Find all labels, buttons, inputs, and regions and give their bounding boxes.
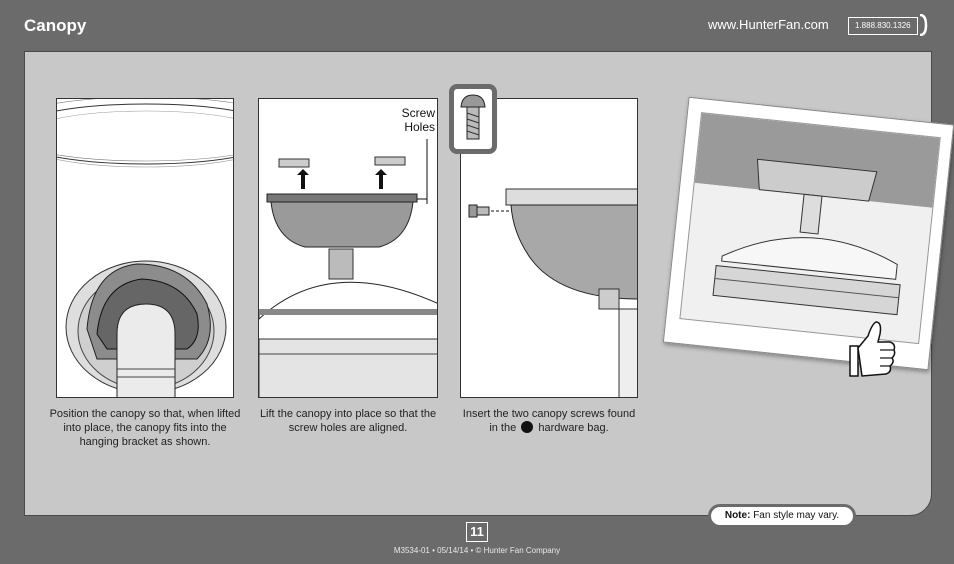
step-2-illustration: Screw Holes: [258, 98, 438, 398]
footer-text: M3534-01 • 05/14/14 • © Hunter Fan Compa…: [393, 546, 561, 555]
up-arrow-icon: [375, 169, 387, 189]
page-number: 11: [466, 522, 488, 542]
fan-photo: [662, 96, 954, 371]
header-url[interactable]: www.HunterFan.com: [708, 17, 829, 32]
hardware-bag-dot-icon: [521, 421, 534, 433]
note-label: Note:: [724, 510, 751, 521]
step-3-caption-part-1: Insert the two canopy screws found in th…: [462, 408, 636, 434]
step-2-caption: Lift the canopy into place so that the s…: [259, 408, 437, 434]
step-1-illustration: [56, 98, 234, 398]
thumbs-up-icon: [849, 321, 896, 377]
step-3-caption-part-2: hardware bag.: [538, 422, 609, 434]
up-arrow-icon: [297, 169, 309, 189]
step-1-caption: Position the canopy so that, when lifted…: [49, 408, 241, 448]
screw-icon: [468, 204, 490, 218]
step-3-caption: Insert the two canopy screws found in th…: [458, 407, 640, 435]
note-box: Note: Fan style may vary.: [708, 504, 856, 528]
screw-icon: [460, 94, 486, 140]
phone-bracket-icon: [919, 14, 928, 36]
header-phone: 1.888.830.1326: [848, 17, 918, 35]
note-text: Fan style may vary.: [753, 510, 840, 521]
header-title: Canopy: [24, 16, 87, 35]
screw-holes-callout: Screw Holes: [401, 106, 435, 134]
screw-detail-box: [449, 84, 497, 154]
